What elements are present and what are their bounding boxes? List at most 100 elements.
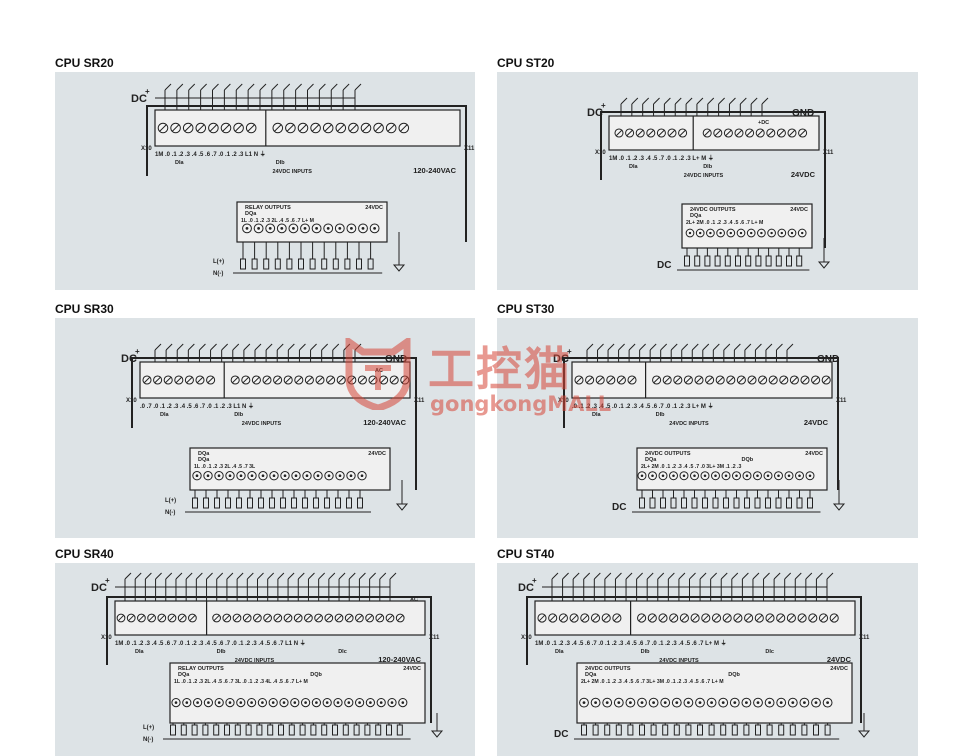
input-b-screw-slot — [285, 376, 292, 384]
load-resistor — [743, 724, 750, 736]
input-group-a-label: DIa — [160, 412, 170, 418]
input-switch — [631, 97, 639, 105]
output-terminal-pin — [663, 701, 667, 704]
input-b-screw-slot — [349, 124, 357, 132]
input-switch — [155, 572, 162, 580]
input-switch — [636, 572, 643, 580]
dc-plus-sign: + — [135, 347, 140, 356]
diagram-title-sr40: CPU SR40 — [55, 547, 114, 561]
input-switch — [154, 343, 162, 351]
connector-x11-label: X11 — [429, 635, 440, 641]
output-group-b-label: DQb — [742, 457, 754, 463]
load-resistor — [180, 724, 187, 736]
input-b-screw-slot — [791, 376, 798, 384]
output-terminal-labels: 2L+ 2M .0 .1 .2 .3 .4 .5 .6 .7 L+ M — [686, 220, 763, 226]
input-switch — [359, 572, 366, 580]
output-terminal-pin — [294, 474, 298, 478]
inputs-caption: 24VDC INPUTS — [684, 173, 724, 179]
input-b-screw-slot — [704, 129, 711, 137]
input-b-screw-slot — [356, 615, 363, 621]
output-terminal-block — [189, 447, 391, 491]
output-terminal-pin — [756, 474, 759, 477]
output-terminal-block — [681, 203, 813, 249]
output-terminal-pin — [729, 231, 733, 235]
load-resistor — [691, 497, 698, 509]
output-group-b-label: DQb — [728, 672, 740, 678]
input-a-screw-slot — [169, 615, 175, 621]
output-terminal-pin — [698, 231, 702, 235]
output-terminal-pin — [250, 701, 253, 704]
input-b-screw-slot — [387, 615, 393, 621]
output-terminal-pin — [195, 474, 199, 478]
output-terminal-pin — [401, 701, 405, 704]
input-group-b-label: DIb — [217, 649, 227, 655]
input-switch — [224, 83, 231, 91]
output-supply-label: 24VDC — [365, 205, 383, 211]
input-b-screw-slot — [767, 129, 774, 137]
load-resistor — [263, 258, 270, 270]
output-terminal-pin — [756, 701, 760, 704]
output-header-label: RELAY OUTPUTS — [178, 666, 224, 672]
input-switch — [307, 83, 314, 91]
input-switch — [699, 572, 707, 580]
output-terminal-labels: 2L+ 2M .0 .1 .2 .3 .4 .5 .6 .7 3L+ 3M .0… — [581, 679, 724, 685]
input-b-screw-slot — [376, 615, 383, 621]
input-switch — [742, 572, 749, 580]
diagram-title-st20: CPU ST20 — [497, 56, 555, 70]
input-b-screw-slot — [244, 615, 251, 621]
input-switch — [750, 97, 758, 105]
input-switch — [164, 83, 172, 91]
output-header-label: 24VDC OUTPUTS — [645, 451, 691, 457]
input-b-screw-slot — [369, 376, 377, 384]
input-switch — [195, 572, 203, 580]
input-switch — [308, 572, 315, 580]
input-a-screw-slot — [175, 376, 182, 384]
input-switch — [744, 343, 752, 351]
load-resistor — [724, 255, 731, 267]
input-switch — [243, 343, 251, 351]
load-resistor — [754, 497, 761, 509]
input-switch — [379, 572, 387, 580]
input-b-screw-slot — [778, 129, 785, 137]
input-switch — [642, 97, 650, 105]
input-switch — [678, 572, 686, 580]
output-terminal-pin — [250, 474, 254, 478]
input-switch — [276, 343, 284, 351]
input-a-screw-slot — [186, 376, 193, 384]
load-resistor — [681, 497, 687, 509]
input-b-screw-slot — [337, 124, 345, 132]
output-terminal-pin — [358, 701, 361, 704]
load-resistor — [280, 497, 286, 509]
input-switch — [572, 572, 580, 580]
housing-rail — [146, 105, 467, 242]
input-switch — [734, 343, 741, 351]
input-a-screw-slot — [118, 615, 124, 621]
output-terminal-pin — [739, 231, 743, 235]
input-switch — [731, 572, 739, 580]
input-switch — [710, 572, 718, 580]
output-terminal-pin — [336, 701, 340, 704]
load-resistor — [807, 497, 813, 509]
ground-icon — [430, 730, 444, 738]
input-b-screw-slot — [359, 376, 366, 384]
input-switch — [660, 343, 668, 351]
input-a-screw-slot — [603, 614, 610, 622]
input-group-a-label: DIa — [555, 649, 565, 655]
output-terminal-pin — [745, 701, 748, 704]
input-switch — [674, 97, 682, 105]
ground-icon — [832, 503, 846, 511]
output-terminal-pin — [379, 701, 383, 704]
input-a-screw-slot — [647, 129, 654, 137]
output-terminal-pin — [800, 231, 804, 235]
input-b-screw-slot — [724, 614, 731, 622]
load-resistor — [342, 724, 349, 736]
load-resistor — [708, 724, 715, 736]
input-switch — [586, 343, 594, 351]
load-resistor — [170, 724, 176, 736]
input-switch — [321, 343, 329, 351]
input-switch — [265, 343, 273, 351]
input-a-screw-slot — [586, 376, 593, 384]
input-terminal-labels: 1M .0 .1 .2 .3 .4 .5 .6 .7 .0 .1 .2 .3 .… — [115, 640, 306, 647]
output-group-a-label: DQa — [178, 672, 190, 678]
input-switch — [246, 572, 254, 580]
